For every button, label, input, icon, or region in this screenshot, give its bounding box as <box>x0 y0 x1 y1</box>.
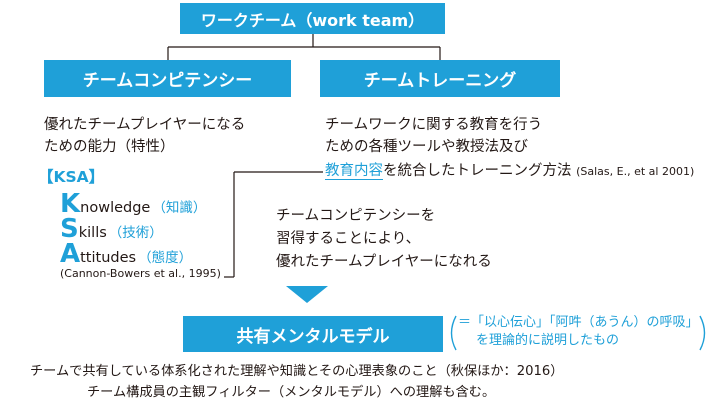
right-desc-line3-rest: を統合したトレーニング方法 <box>383 163 572 179</box>
definition-line2: チーム構成員の主観フィルター（メンタルモデル）への理解も含む。 <box>87 385 496 400</box>
ksa-a-jp: （態度） <box>138 250 193 266</box>
ksa-title: 【KSA】 <box>38 168 105 186</box>
ksa-k-rest: nowledge <box>80 200 151 216</box>
definition-line1: チームで共有している体系化された理解や知識とその心理表象のこと（秋保ほか：201… <box>30 364 564 379</box>
left-desc-line1: 優れたチームプレイヤーになる <box>44 117 246 133</box>
note-right-paren <box>699 315 706 351</box>
team-training-box: チームトレーニング <box>320 60 560 97</box>
team-competency-label: チームコンピテンシー <box>82 71 253 91</box>
salas-citation: (Salas, E., et al 2001) <box>576 165 695 178</box>
team-training-label: チームトレーニング <box>363 71 517 91</box>
ksa-citation: (Cannon-Bowers et al., 1995) <box>60 267 221 280</box>
ksa-a-initial: A <box>60 239 81 269</box>
note-left-paren <box>450 315 457 351</box>
middle-text-line2: 習得することにより、 <box>276 231 421 247</box>
note-line2: を理論的に説明したもの <box>476 333 620 348</box>
middle-text-line3: 優れたチームプレイヤーになれる <box>276 254 492 270</box>
note-line1: ＝「以心伝心」「阿吽（あうん）の呼吸」 <box>458 315 699 330</box>
ksa-k-initial: K <box>60 189 81 219</box>
education-content-highlight: 教育内容 <box>325 163 383 180</box>
work-team-box: ワークチーム（work team） <box>180 3 445 34</box>
ksa-s-rest: kills <box>78 225 107 241</box>
ksa-k-jp: （知識） <box>152 200 207 216</box>
ksa-s-jp: （技術） <box>108 225 163 241</box>
ksa-skills: S kills （技術） <box>60 214 163 244</box>
shared-mental-model-label: 共有メンタルモデル <box>236 326 390 347</box>
middle-text-line1: チームコンピテンシーを <box>276 208 436 224</box>
right-desc-line3: 教育内容を統合したトレーニング方法 (Salas, E., et al 2001… <box>325 160 694 183</box>
right-desc-line1: チームワークに関する教育を行う <box>325 117 543 133</box>
left-desc-line2: ための能力（特性） <box>44 139 175 155</box>
work-team-label: ワークチーム（work team） <box>200 10 425 30</box>
ksa-s-initial: S <box>60 214 79 244</box>
shared-mental-model-box: 共有メンタルモデル <box>183 316 443 352</box>
ksa-attitudes: A ttitudes （態度） <box>60 239 193 269</box>
down-arrow-icon <box>286 286 328 303</box>
right-desc-line2: ための各種ツールや教授法及び <box>325 139 528 155</box>
team-competency-box: チームコンピテンシー <box>44 60 291 97</box>
ksa-a-rest: ttitudes <box>80 250 137 266</box>
ksa-knowledge: K nowledge （知識） <box>60 189 207 219</box>
